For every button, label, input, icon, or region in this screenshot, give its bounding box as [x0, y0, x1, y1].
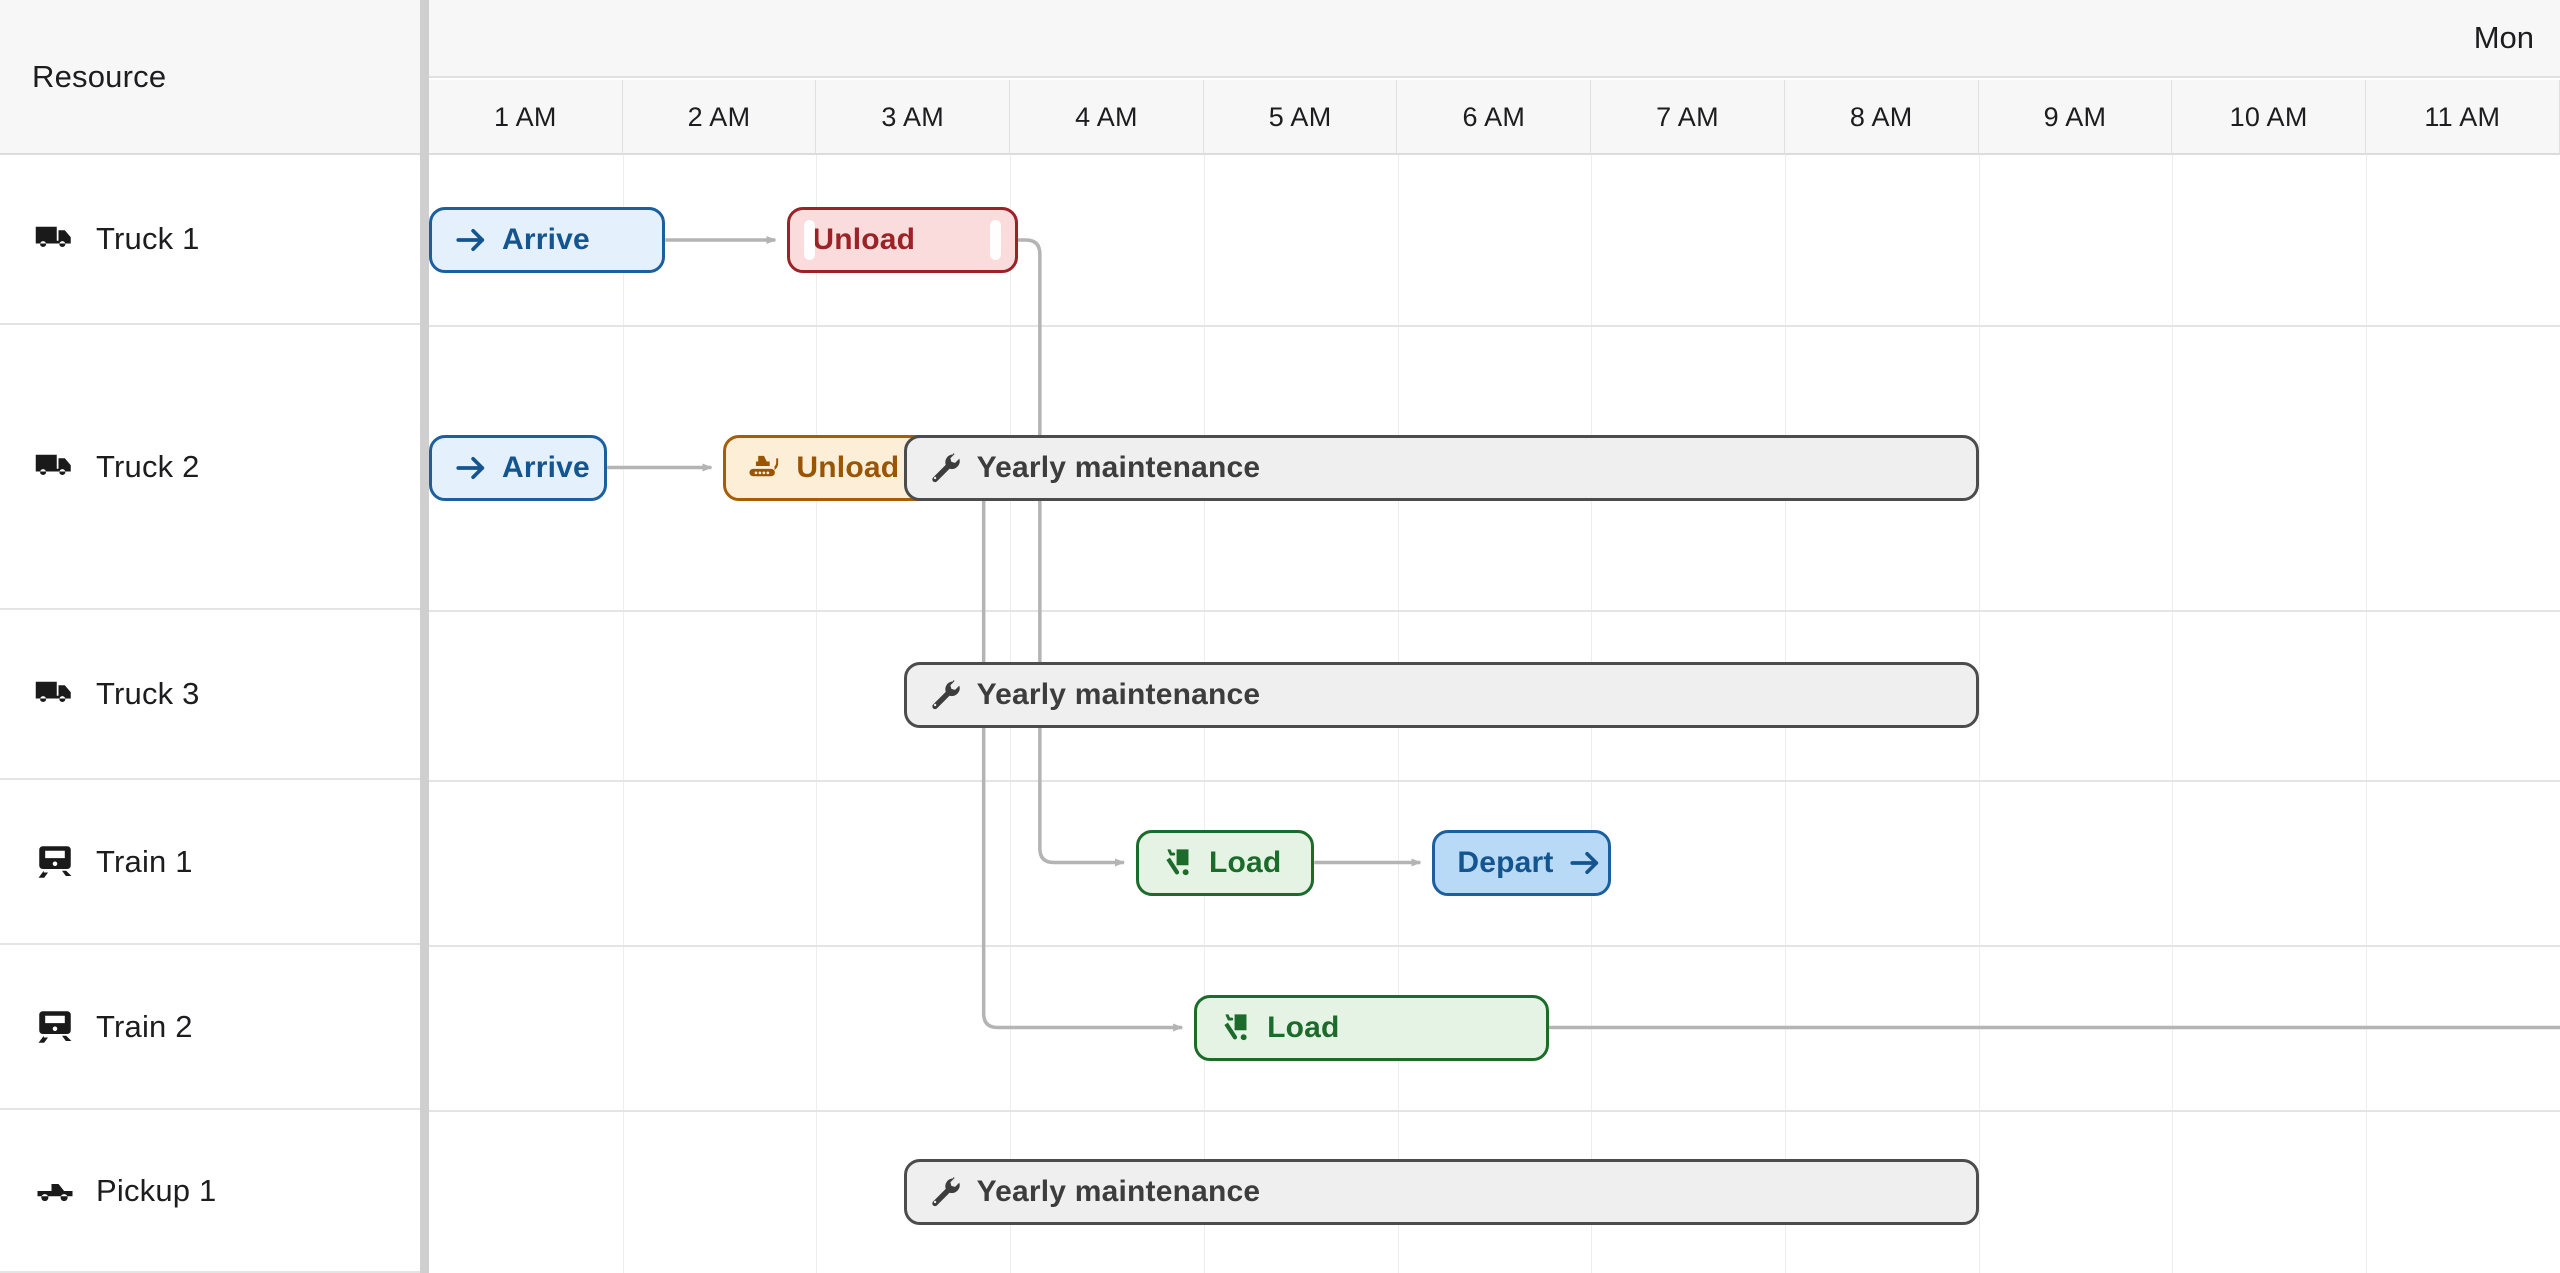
task-bar-label: Load [1267, 1013, 1339, 1043]
task-bar-label: Unload [796, 453, 899, 483]
task-bar[interactable]: Yearly maintenance [904, 662, 1979, 728]
task-bar[interactable]: Unload [787, 207, 1018, 273]
grid-line-vertical [1979, 155, 1980, 1273]
hour-header-cell[interactable]: 8 AM [1785, 80, 1979, 155]
resource-label: Truck 3 [96, 676, 200, 712]
resource-row[interactable]: Truck 1 [0, 155, 420, 325]
grid-line-horizontal [429, 325, 2560, 327]
task-bar-label: Load [1209, 848, 1281, 878]
wrench-icon [929, 451, 963, 485]
task-bar-label: Yearly maintenance [977, 1177, 1261, 1207]
resource-row[interactable]: Truck 3 [0, 610, 420, 780]
wrench-icon [929, 678, 963, 712]
grid-line-vertical [816, 155, 817, 1273]
timeline-body[interactable]: ArriveUnloadArriveUnloadYearly maintenan… [429, 155, 2560, 1273]
task-bar-label: Yearly maintenance [977, 680, 1261, 710]
hour-header-cell[interactable]: 4 AM [1010, 80, 1204, 155]
task-bar-label: Arrive [502, 225, 590, 255]
task-bar[interactable]: Arrive [429, 435, 607, 501]
task-bar[interactable]: Load [1194, 995, 1548, 1061]
dolly-icon [1161, 846, 1195, 880]
dolly-icon [1219, 1011, 1253, 1045]
hour-header-cell[interactable]: 3 AM [816, 80, 1010, 155]
grid-line-vertical [623, 155, 624, 1273]
resource-label: Train 2 [96, 1009, 193, 1045]
resource-row[interactable]: Train 2 [0, 945, 420, 1110]
timeline-day-header: Mon [429, 0, 2560, 78]
grid-line-horizontal [429, 945, 2560, 947]
resource-label: Truck 1 [96, 221, 200, 257]
resource-label: Pickup 1 [96, 1173, 217, 1209]
hour-header-cell[interactable]: 7 AM [1591, 80, 1785, 155]
hour-header-cell[interactable]: 5 AM [1204, 80, 1398, 155]
bulldozer-icon [748, 451, 782, 485]
arrow-right-icon [454, 223, 488, 257]
hour-header-cell[interactable]: 9 AM [1979, 80, 2173, 155]
task-bar[interactable]: Yearly maintenance [904, 1159, 1979, 1225]
grid-line-horizontal [429, 1110, 2560, 1112]
wrench-icon [929, 1175, 963, 1209]
grid-line-horizontal [429, 780, 2560, 782]
task-bar-label: Yearly maintenance [977, 453, 1261, 483]
hour-header-cell[interactable]: 6 AM [1398, 80, 1592, 155]
grid-line-vertical [2366, 155, 2367, 1273]
grid-line-horizontal [429, 610, 2560, 612]
resource-label: Train 1 [96, 844, 193, 880]
hour-header-cell[interactable]: 2 AM [623, 80, 817, 155]
train-icon [34, 1006, 76, 1048]
task-bar-label: Unload [812, 225, 915, 255]
resize-handle-right[interactable] [990, 220, 1001, 260]
truck-icon [34, 446, 76, 488]
train-icon [34, 841, 76, 883]
truck-icon [34, 673, 76, 715]
task-bar[interactable]: Depart [1432, 830, 1610, 896]
resource-row[interactable]: Truck 2 [0, 325, 420, 610]
hour-header-cell[interactable]: 10 AM [2172, 80, 2366, 155]
hour-header-cell[interactable]: 11 AM [2366, 80, 2560, 155]
resource-header-label: Resource [0, 59, 166, 95]
truck-icon [34, 218, 76, 260]
timeline-hour-header: 1 AM2 AM3 AM4 AM5 AM6 AM7 AM8 AM9 AM10 A… [429, 80, 2560, 155]
day-label: Mon [2474, 20, 2534, 56]
resource-label: Truck 2 [96, 449, 200, 485]
resize-handle-left[interactable] [804, 220, 815, 260]
resource-column: Resource Truck 1 Truck 2 Truck 3 Train 1 Tra… [0, 0, 420, 1273]
column-splitter[interactable] [420, 0, 429, 1273]
resource-row[interactable]: Train 1 [0, 780, 420, 945]
arrow-right-icon [1568, 846, 1602, 880]
hour-header-cell[interactable]: 1 AM [429, 80, 623, 155]
dependency-link [1018, 240, 1124, 863]
task-bar[interactable]: Yearly maintenance [904, 435, 1979, 501]
task-bar-label: Arrive [502, 453, 590, 483]
grid-line-vertical [2172, 155, 2173, 1273]
task-bar-label: Depart [1457, 848, 1553, 878]
dependency-link [962, 468, 1182, 1028]
resource-row[interactable]: Pickup 1 [0, 1110, 420, 1273]
task-bar[interactable]: Arrive [429, 207, 665, 273]
pickup-truck-icon [34, 1170, 76, 1212]
arrow-right-icon [454, 451, 488, 485]
task-bar[interactable]: Load [1136, 830, 1314, 896]
resource-column-header: Resource [0, 0, 420, 155]
